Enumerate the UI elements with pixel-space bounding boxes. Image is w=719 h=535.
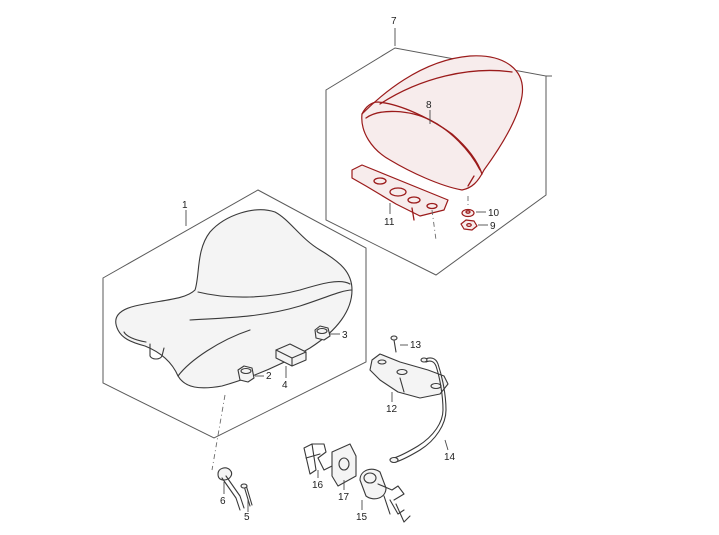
damper-rubber[interactable] (237, 365, 255, 383)
callout-15: 15 (356, 512, 368, 523)
seat-lock-cable[interactable] (389, 357, 447, 464)
callout-12: 12 (386, 404, 398, 415)
rear-seat-cushion[interactable] (361, 55, 524, 191)
seat-pad[interactable] (275, 343, 307, 367)
cable-clamp-bracket[interactable] (303, 443, 333, 475)
callout-13: 13 (410, 340, 422, 351)
callout-5: 5 (244, 512, 250, 523)
bolt[interactable] (217, 467, 245, 511)
callout-16: 16 (312, 480, 324, 491)
callout-2: 2 (266, 371, 272, 382)
callout-7: 7 (391, 16, 397, 27)
callout-11: 11 (384, 217, 395, 228)
callout-labels: 1 2 3 4 5 6 7 8 9 10 11 12 13 14 15 16 1… (182, 16, 500, 523)
front-seat-group-frame (102, 189, 367, 439)
callout-9: 9 (490, 221, 496, 232)
key-lock-bracket[interactable] (331, 443, 357, 487)
screw[interactable] (240, 483, 253, 507)
screw-small[interactable] (390, 335, 398, 353)
seat-cushion-rubber[interactable] (314, 325, 331, 341)
rear-seat-group-frame (325, 47, 547, 276)
callout-1: 1 (182, 200, 188, 211)
washer[interactable] (461, 208, 475, 218)
callout-4: 4 (282, 380, 288, 391)
callout-17: 17 (338, 492, 350, 503)
rear-seat-bracket[interactable] (351, 164, 449, 221)
callout-14: 14 (444, 452, 456, 463)
rear-seat-group (325, 47, 552, 276)
front-seat[interactable] (115, 209, 353, 389)
callout-6: 6 (220, 496, 226, 507)
callout-3: 3 (342, 330, 348, 341)
leader-lines (185, 28, 488, 512)
callout-8: 8 (426, 100, 432, 111)
nut[interactable] (460, 219, 478, 231)
callout-10: 10 (488, 208, 500, 219)
key-lock-cylinder[interactable] (359, 468, 411, 523)
front-seat-group (102, 189, 367, 471)
